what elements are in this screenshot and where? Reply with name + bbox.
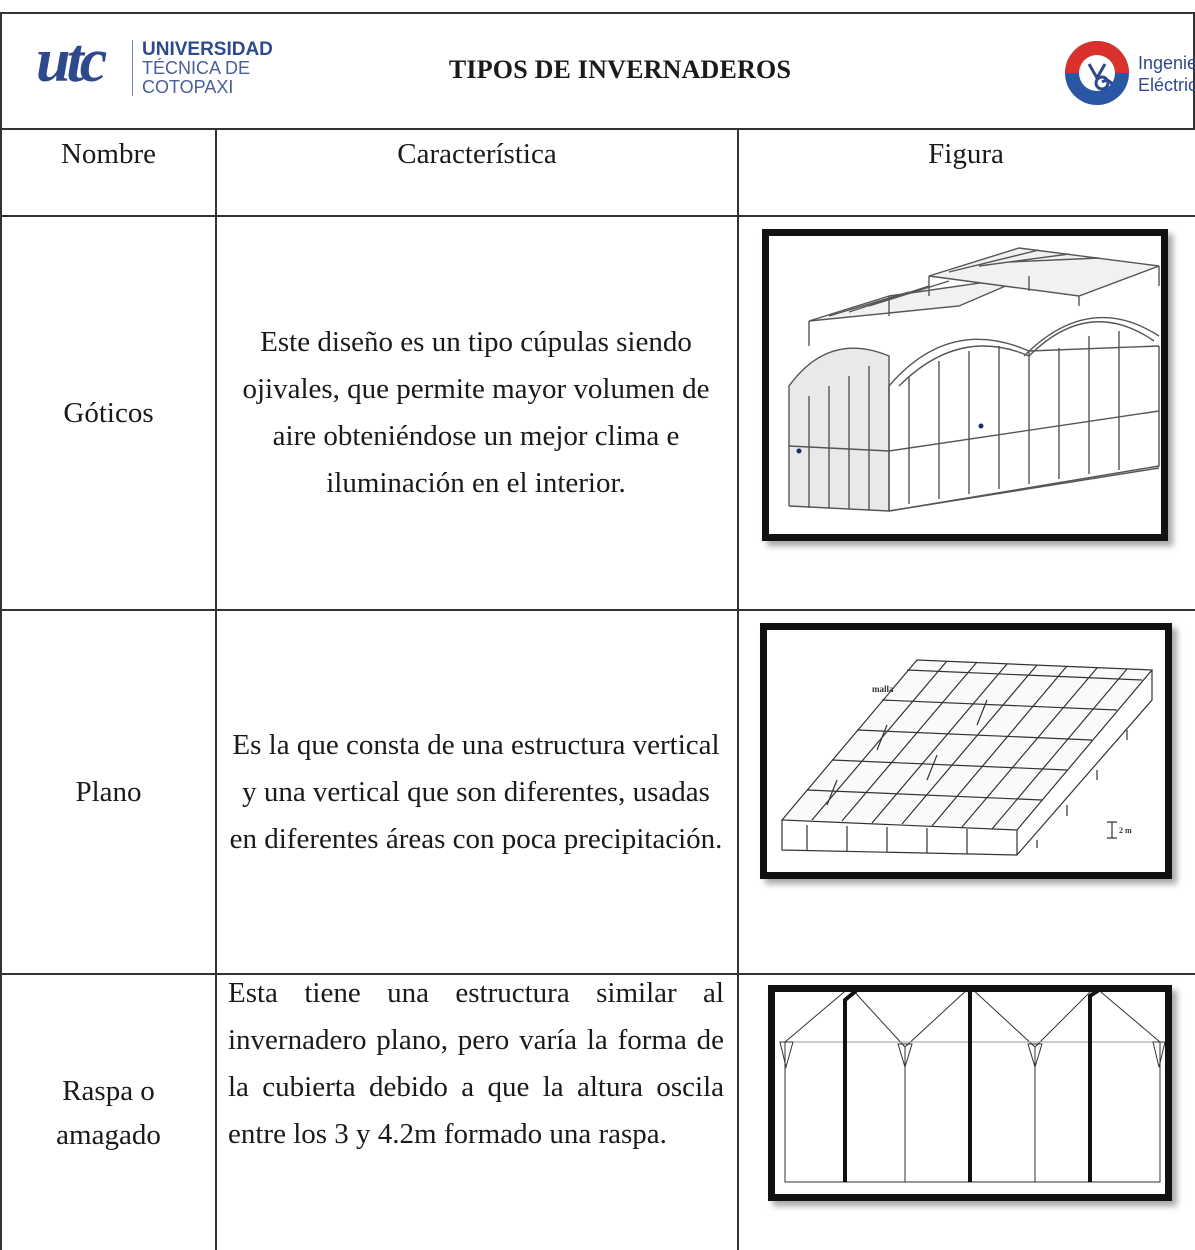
table-border-col1 (215, 129, 217, 1250)
table-border-header (0, 128, 1195, 130)
utc-logo: utc UNIVERSIDAD TÉCNICA DE COTOPAXI (30, 27, 273, 106)
document-title: TIPOS DE INVERNADEROS (448, 55, 792, 84)
figure-label-malla: malla (872, 684, 894, 694)
ie-logo-line1: Ingeniería (1138, 53, 1195, 73)
utc-logo-line3: COTOPAXI (142, 77, 234, 97)
gothic-greenhouse-drawing-icon (788, 247, 1160, 512)
utc-logo-line2: TÉCNICA DE (142, 58, 251, 78)
figure-raspa (768, 985, 1172, 1201)
table-border-top (0, 12, 1195, 14)
ie-logo-text: Ingeniería Eléctrica (1138, 52, 1195, 96)
table-border-row2 (0, 973, 1195, 975)
row-description-raspa: Esta tiene una estructura similar al inv… (228, 977, 724, 1150)
raspa-greenhouse-drawing-icon (779, 992, 1165, 1183)
row-description-plano: Es la que consta de una estructura verti… (229, 728, 723, 855)
figure-goticos (762, 229, 1168, 541)
flat-greenhouse-drawing-icon: malla 2 m (780, 659, 1154, 856)
utc-logo-mark: utc (36, 27, 107, 95)
row-name-raspa-text: Raspa o amagado (56, 1074, 161, 1151)
row-name-plano: Plano (75, 776, 142, 808)
table-border-right (1193, 12, 1195, 129)
row-name-raspa: Raspa o amagado (2, 975, 215, 1250)
ie-logo-line2: Eléctrica (1138, 75, 1195, 95)
row-description-goticos: Este diseño es un tipo cúpulas siendo oj… (242, 326, 710, 499)
utc-logo-line1: UNIVERSIDAD (142, 39, 273, 60)
ingenieria-electrica-logo: Ingeniería Eléctrica (1060, 34, 1195, 114)
figure-label-2m: 2 m (1119, 826, 1132, 835)
row-name-goticos: Góticos (63, 397, 154, 429)
row-description-raspa-cell: Esta tiene una estructura similar al inv… (228, 975, 724, 1250)
table-border-colhead (0, 215, 1195, 217)
utc-logo-divider (132, 40, 133, 96)
ie-emblem-icon (1065, 41, 1129, 105)
table-border-row1 (0, 609, 1195, 611)
column-heading-figure: Figura (928, 137, 1004, 170)
table-border-col2 (737, 129, 739, 1250)
figure-plano: malla 2 m (760, 623, 1172, 879)
column-heading-characteristic: Característica (397, 137, 557, 170)
table-border-left (0, 12, 2, 1250)
column-heading-name: Nombre (60, 137, 157, 170)
utc-logo-text: UNIVERSIDAD TÉCNICA DE COTOPAXI (142, 40, 273, 97)
